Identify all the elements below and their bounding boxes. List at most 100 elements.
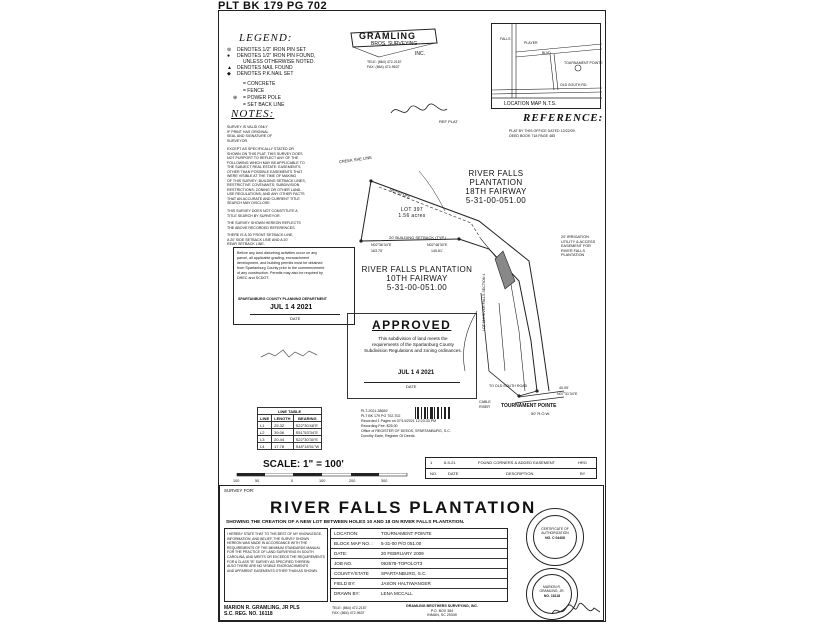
revision-date: 6-9-21 (444, 460, 456, 465)
revision-header: DESCRIPTION (506, 471, 534, 476)
legend-item: DENOTES NAIL FOUND (237, 65, 293, 71)
revision-no: 1 (430, 460, 433, 465)
line-table-title: LINE TABLE (256, 407, 323, 415)
county-date-stamp: JUL 1 4 2021 (270, 304, 313, 311)
info-row: COUNTY/STATE SPARTANBURG, S.C. (331, 569, 507, 579)
revision-by: HRG (578, 460, 587, 465)
scale-tick: 100 (319, 479, 326, 483)
legend-item: = CONCRETE (243, 81, 276, 87)
line-table-header: BEARING (292, 414, 323, 422)
logo-name: GRAMLING (359, 31, 416, 41)
notes-title: NOTES: (231, 108, 275, 120)
line-table-header: LINE (256, 414, 273, 422)
line-table-header: LENGTH (271, 414, 294, 422)
approved-stamp: APPROVED This subdivision of land meets … (347, 313, 477, 399)
survey-for-label: SURVEY FOR: (224, 488, 255, 493)
setback-label: 20' BUILDING SETBACK (TYP.) (389, 235, 447, 240)
location-map-caption: LOCATION MAP N.T.S. (504, 101, 557, 107)
survey-subtitle: SHOWING THE CREATION OF A NEW LOT BETWEE… (226, 520, 465, 525)
logo-suffix: INC. (415, 51, 425, 57)
bearing-label: N07°31'34"E (557, 392, 578, 396)
county-planning-stamp: Before any land disturbing activities oc… (233, 247, 355, 325)
bearing-label: N02°36'34"E (371, 243, 392, 247)
info-fields: LOCATION: TOURNAMENT POINTE BLOCK MAP NO… (330, 528, 508, 602)
logo-sub: BROS. SURVEYING (371, 41, 418, 47)
survey-title: RIVER FALLS PLANTATION (270, 498, 537, 517)
revision-header: BY (580, 471, 586, 476)
logo-tel: TELE: (864) 472-2157 (367, 60, 402, 64)
note-paragraph: THERE IS A 30' FRONT SETBACK LINE,A 20' … (227, 233, 294, 246)
scale-tick: 50 (255, 479, 260, 483)
scale-tick: 200 (349, 479, 356, 483)
seal-text: MARION R.GRAMLING, JR.NO. 16118 (539, 585, 565, 598)
legend-item: DENOTES 1/2" IRON PIN FOUND, (237, 53, 316, 59)
ref-plat-sketch-icon (390, 103, 448, 114)
approved-title: APPROVED (372, 318, 452, 332)
distance-label: 163.75' (371, 249, 383, 253)
map-label: OLD SOUTH RD. (560, 83, 588, 87)
pk-nail-icon: ◆ (227, 71, 231, 77)
legend-item: = FENCE (243, 88, 265, 94)
parcel-lot-118: LOT 118 RIVER FALLS SECTION 4 (482, 273, 486, 331)
legend-item: UNLESS OTHERWISE NOTED. (243, 59, 315, 65)
county-stamp-text: Before any land disturbing activities oc… (237, 251, 325, 280)
revision-header: DATE (448, 471, 459, 476)
power-pole-icon: ⊕ (233, 95, 238, 101)
plat-drawing (359, 170, 565, 404)
county-dept: SPARTANBURG COUNTY PLANNING DEPARTMENT (238, 297, 327, 301)
surveyor-signature-icon (551, 603, 601, 615)
distance-label: 40.09' (559, 386, 569, 390)
riser-label: RISER (479, 405, 490, 409)
ref-plat-label: REF PLAT (439, 119, 458, 124)
survey-sheet: LEGEND: ⊚ DENOTES 1/2" IRON PIN SET ● DE… (218, 10, 606, 622)
iron-pin-found-icon: ● (227, 53, 231, 59)
approved-date-label: DATE (406, 384, 417, 389)
distance-label: 145.61' (431, 249, 443, 253)
reference-text: PLAT BY THIS OFFICE DATED 12/22/09.DEED … (509, 129, 576, 138)
nail-found-icon: ▲ (227, 65, 232, 71)
map-label: FALLS (500, 37, 511, 41)
approved-date-stamp: JUL 1 4 2021 (398, 370, 435, 376)
revision-block: 1 6-9-21 FOUND CORNERS & ADDED EASEMENT … (425, 457, 597, 479)
info-row: BLOCK MAP NO. : 5-31-00 P/O 051.00 (331, 539, 507, 549)
map-label: PLAYER (524, 41, 538, 45)
plat-reference: PLT BK 179 PG 702 (218, 0, 328, 12)
scale-tick: 300 (381, 479, 388, 483)
info-row: JOB NO. 092678-TOPOLOT3 (331, 559, 507, 569)
revision-description: FOUND CORNERS & ADDED EASEMENT (478, 460, 556, 465)
info-row: DRAWN BY: LENA MCCALL (334, 591, 413, 596)
scale-label: SCALE: 1" = 100' (263, 459, 344, 470)
info-row: DATE: 20 FEBRUARY 2009 (331, 549, 507, 559)
scale-bar (236, 473, 408, 477)
location-map: PLAYER BLVD. FALLS TOURNAMENT POINTE OLD… (491, 23, 603, 109)
signature-scribble-icon (260, 349, 318, 358)
map-label: BLVD. (542, 51, 552, 55)
scale-tick: 0 (291, 479, 294, 483)
county-date-label: DATE (290, 316, 301, 321)
legend-title: LEGEND: (239, 32, 293, 44)
reference-title: REFERENCE: (523, 112, 604, 124)
location-map-drawing (492, 24, 602, 99)
logo-fax: FAX: (864) 472-9637 (367, 65, 400, 69)
logo-banner-icon (350, 28, 438, 58)
scale-tick: 100 (233, 479, 240, 483)
certification-text: I HEREBY STATE THAT TO THE BEST OF MY KN… (227, 532, 325, 573)
revision-header: NO. (430, 471, 438, 476)
info-row: LOCATION: TOURNAMENT POINTE (331, 529, 507, 539)
